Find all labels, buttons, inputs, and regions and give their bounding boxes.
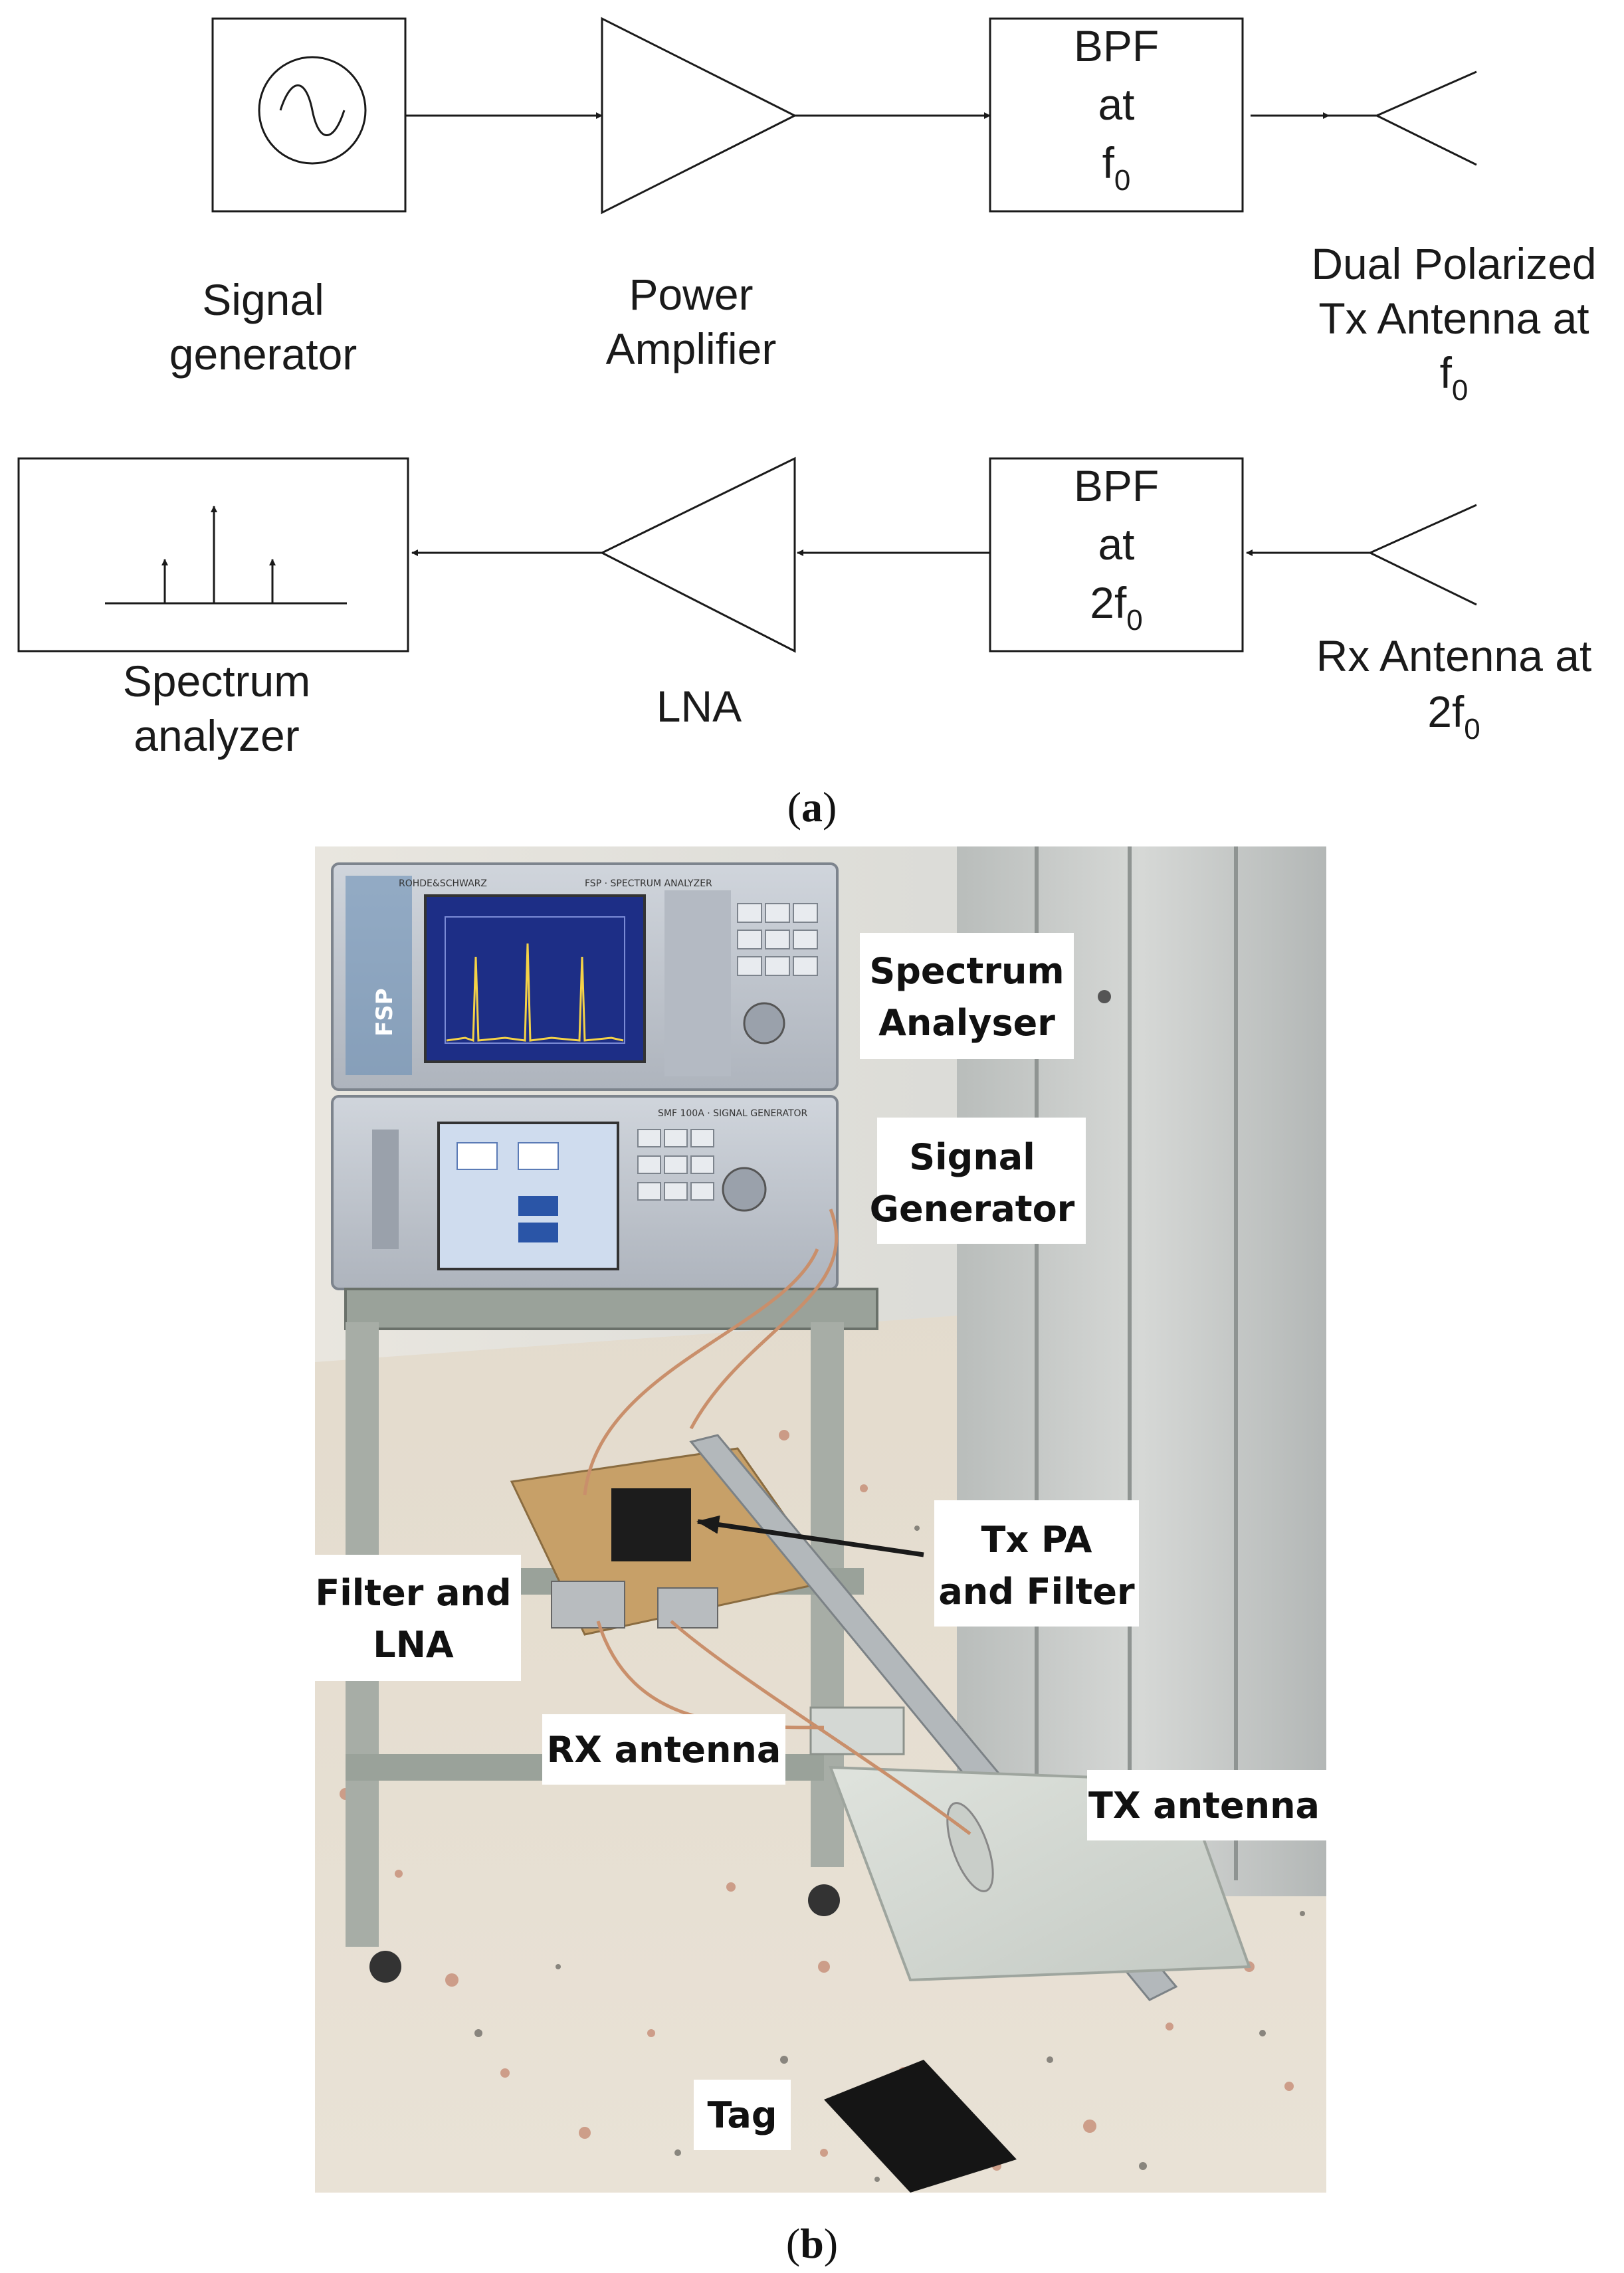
tx-bpf-label: BPF bbox=[1074, 21, 1159, 70]
lna-triangle bbox=[599, 456, 796, 653]
tx-pa-filter-label-2: and Filter bbox=[938, 1571, 1135, 1613]
cables bbox=[583, 1209, 971, 1836]
photo-label-tx-pa-filter: Tx PA and Filter bbox=[934, 1500, 1139, 1627]
photo-label-filter-lna: Filter and LNA bbox=[315, 1555, 521, 1681]
tx-antenna-photo-label: TX antenna bbox=[1088, 1785, 1320, 1827]
tx-antenna-label: Dual Polarized bbox=[1311, 239, 1596, 288]
tx-antenna-freq: f0 bbox=[1440, 348, 1469, 407]
photo-label-tx-antenna: TX antenna bbox=[1087, 1770, 1326, 1840]
tag-photo-label: Tag bbox=[708, 2094, 777, 2136]
photo-label-spectrum-analyser: Spectrum Analyser bbox=[860, 933, 1074, 1059]
analyzer-brand: ROHDE&SCHWARZ bbox=[399, 878, 487, 889]
signal-generator-instrument: SMF 100A · SIGNAL GENERATOR bbox=[331, 1095, 839, 1290]
signal-generator-label: Signal bbox=[202, 275, 324, 324]
rx-antenna-photo-label: RX antenna bbox=[547, 1729, 781, 1771]
spectrum-analyser-label-2: Analyser bbox=[878, 1002, 1055, 1044]
generator-title: SMF 100A · SIGNAL GENERATOR bbox=[658, 1108, 808, 1119]
signal-generator-photo-label-2: Generator bbox=[870, 1188, 1075, 1230]
rx-bpf-label: BPF bbox=[1074, 461, 1159, 510]
lna-label: LNA bbox=[657, 682, 742, 731]
tx-pa-pointer-arrow bbox=[696, 1515, 924, 1557]
setup-photo: FSP · SPECTRUM ANALYZER ROHDE&SCHWARZ FS… bbox=[315, 846, 1326, 2267]
rx-bpf-at: at bbox=[1098, 520, 1134, 569]
caption-a: (a) bbox=[787, 783, 837, 831]
photo-label-rx-antenna: RX antenna bbox=[542, 1714, 785, 1785]
power-amplifier-triangle bbox=[601, 17, 797, 215]
spectrum-analyser-label: Spectrum bbox=[869, 950, 1064, 992]
analyzer-title: FSP · SPECTRUM ANALYZER bbox=[585, 878, 712, 889]
rx-antenna-symbol bbox=[1370, 504, 1477, 606]
filter-lna-label: Filter and bbox=[315, 1572, 511, 1614]
block-diagram bbox=[17, 17, 1477, 653]
block-diagram-text: Signal generator Power Amplifier BPF at … bbox=[123, 21, 1597, 831]
spectrum-analyzer-label-2: analyzer bbox=[134, 711, 299, 760]
tx-antenna-label-2: Tx Antenna at bbox=[1318, 294, 1589, 343]
rx-antenna-freq: 2f0 bbox=[1427, 687, 1480, 745]
power-amplifier-label: Power bbox=[629, 270, 753, 319]
tx-pa-filter-label: Tx PA bbox=[981, 1519, 1092, 1561]
analyzer-model: FSP bbox=[371, 988, 398, 1037]
photo-label-tag: Tag bbox=[694, 2080, 791, 2150]
analyzer-screen bbox=[424, 894, 646, 1063]
signal-generator-label-2: generator bbox=[169, 330, 357, 379]
tag bbox=[824, 2060, 1017, 2193]
tx-antenna-symbol bbox=[1329, 70, 1477, 166]
caption-b: (b) bbox=[786, 2220, 838, 2267]
filter-lna-label-2: LNA bbox=[373, 1624, 454, 1666]
spectrum-analyzer-instrument: FSP · SPECTRUM ANALYZER ROHDE&SCHWARZ FS… bbox=[331, 862, 839, 1091]
power-amplifier-label-2: Amplifier bbox=[606, 324, 777, 373]
rx-antenna-holder bbox=[809, 1706, 905, 1755]
signal-generator-photo-label: Signal bbox=[909, 1136, 1035, 1178]
analyzer-trace bbox=[446, 943, 624, 1042]
pa-heatsink bbox=[611, 1488, 691, 1561]
photo-label-signal-generator: Signal Generator bbox=[870, 1118, 1086, 1244]
rx-bpf-freq: 2f0 bbox=[1090, 578, 1143, 637]
spectrum-analyzer-label: Spectrum bbox=[123, 656, 310, 706]
spectrum-analyzer-block bbox=[17, 457, 409, 652]
rx-bpf-block bbox=[989, 457, 1244, 652]
rx-antenna-label: Rx Antenna at bbox=[1316, 631, 1592, 680]
signal-generator-block bbox=[211, 17, 407, 213]
tx-bpf-freq: f0 bbox=[1102, 138, 1131, 197]
tx-bpf-block bbox=[989, 17, 1244, 213]
tx-bpf-at: at bbox=[1098, 80, 1134, 129]
